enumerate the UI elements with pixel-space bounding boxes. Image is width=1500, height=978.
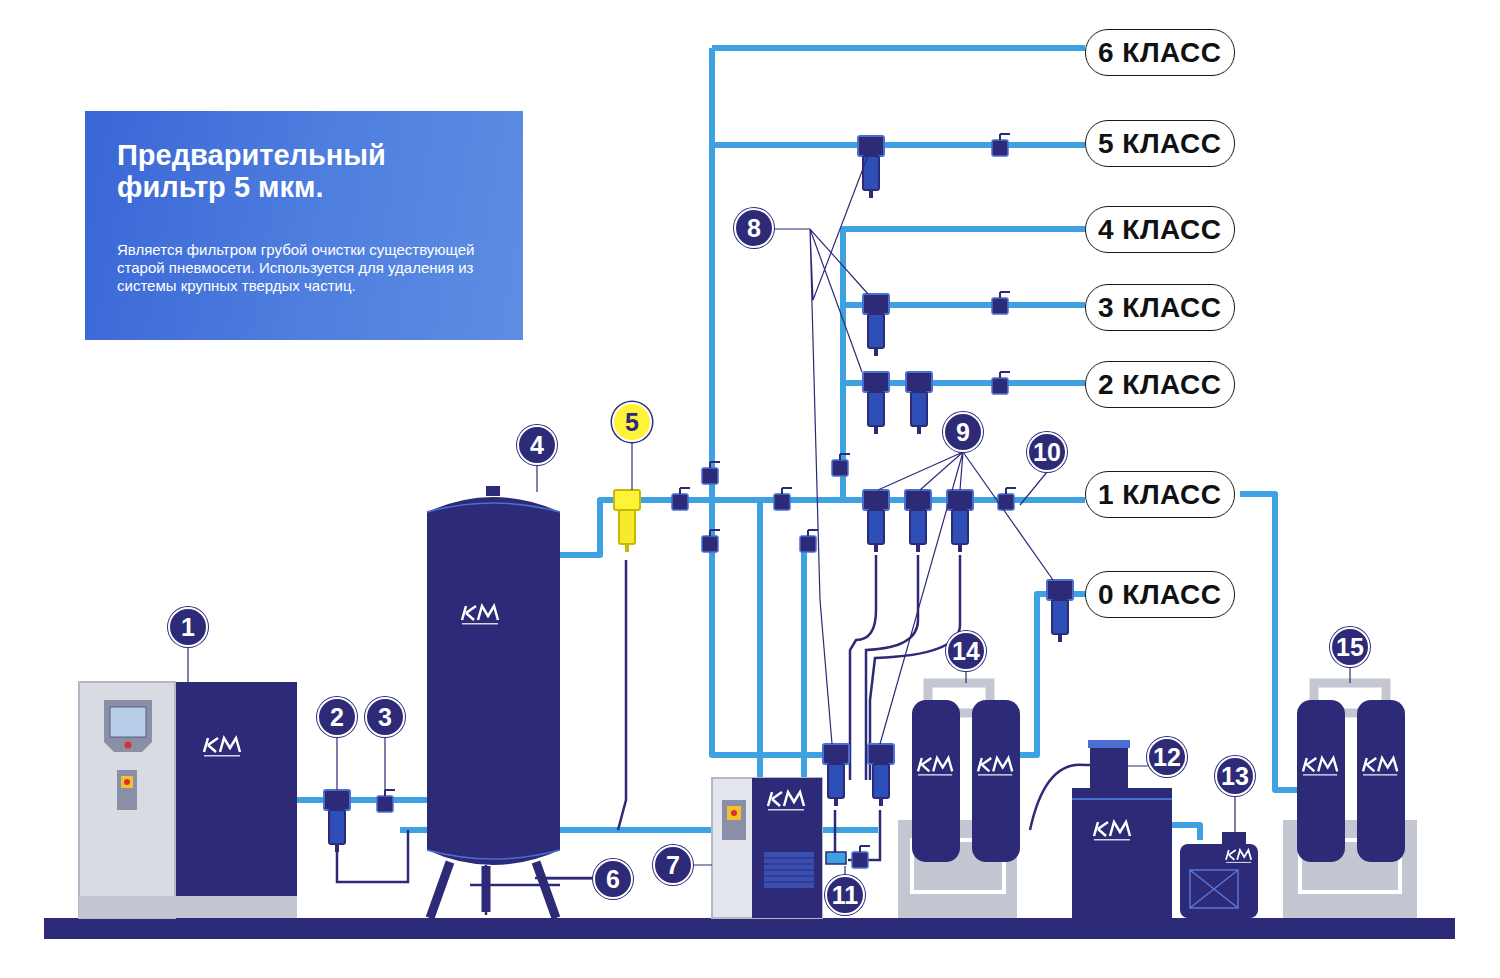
class-pill: 3 КЛАСС: [1085, 284, 1235, 331]
class-label: 2 КЛАСС: [1098, 369, 1222, 401]
class-pill: 1 КЛАСС: [1085, 471, 1235, 518]
class-pill: 5 КЛАСС: [1085, 120, 1235, 167]
callout-number: 15: [1330, 627, 1370, 667]
callout-number: 14: [946, 631, 986, 671]
class-label: 0 КЛАСС: [1098, 579, 1222, 611]
panel-body: Является фильтром грубой очистки существ…: [117, 241, 493, 295]
callout-number: 2: [317, 697, 357, 737]
callout-number: 9: [943, 412, 983, 452]
callout-number: 3: [365, 697, 405, 737]
callout-number: 4: [517, 425, 557, 465]
callout-number: 10: [1027, 432, 1067, 472]
callout-number: 12: [1147, 737, 1187, 777]
callout-number: 7: [653, 845, 693, 885]
callout-number: 8: [734, 208, 774, 248]
class-label: 5 КЛАСС: [1098, 128, 1222, 160]
class-pill: 2 КЛАСС: [1085, 361, 1235, 408]
class-label: 3 КЛАСС: [1098, 292, 1222, 324]
class-label: 1 КЛАСС: [1098, 479, 1222, 511]
class-label: 4 КЛАСС: [1098, 214, 1222, 246]
class-label: 6 КЛАСС: [1098, 37, 1222, 69]
callout-number: 1: [168, 607, 208, 647]
callout-number: 11: [825, 875, 865, 915]
class-pill: 4 КЛАСС: [1085, 206, 1235, 253]
panel-heading: Предварительный фильтр 5 мкм.: [117, 139, 493, 203]
class-pill: 0 КЛАСС: [1085, 571, 1235, 618]
callout-number: 6: [593, 859, 633, 899]
class-pill: 6 КЛАСС: [1085, 29, 1235, 76]
callout-number: 5: [612, 402, 652, 442]
info-panel: Предварительный фильтр 5 мкм. Является фи…: [85, 111, 523, 340]
callout-number: 13: [1215, 756, 1255, 796]
